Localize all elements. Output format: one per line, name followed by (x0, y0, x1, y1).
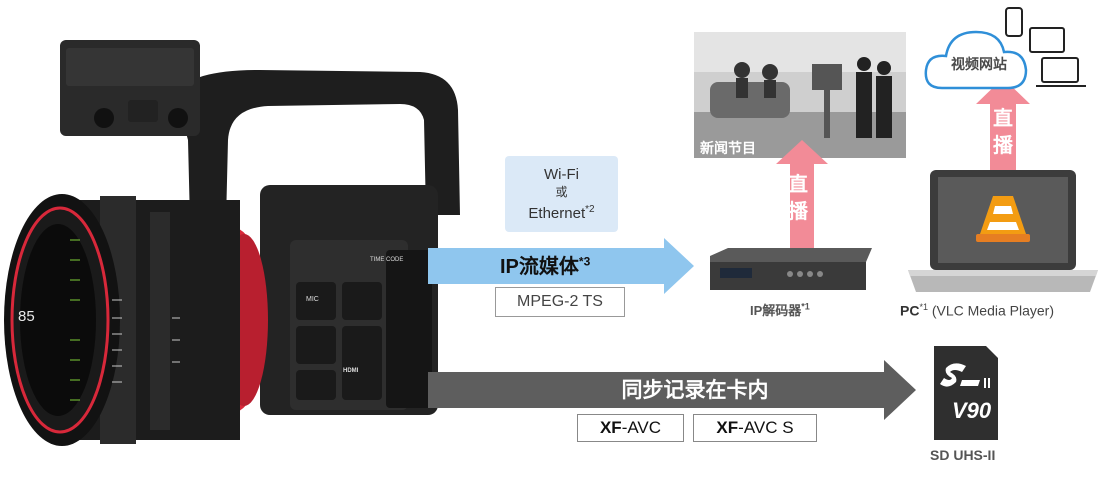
ip-decoder-label: IP解码器*1 (750, 301, 810, 318)
ethernet-label: Ethernet*2 (528, 204, 595, 222)
sd-speed-class: V90 (952, 398, 992, 423)
ip-stream-label: IP流媒体*3 (500, 254, 591, 278)
cinema-camera-illustration (4, 40, 460, 446)
wifi-label: Wi-Fi (544, 166, 579, 183)
video-site-label: 视频网站 (951, 56, 1007, 72)
vlc-icon (976, 196, 1030, 242)
live-arrow-cloud (976, 78, 1030, 170)
cloud-icon (924, 30, 1028, 90)
live-arrow-news (776, 140, 828, 250)
news-program-label: 新闻节目 (700, 140, 756, 156)
mic-button-label: MIC (306, 296, 319, 303)
pc-footnote: *1 (919, 302, 928, 312)
lens-focal-label: 85 (18, 308, 35, 325)
sd-logo-icon (940, 363, 990, 388)
time-code-label: TIME CODE (370, 257, 404, 263)
ip-stream-footnote: *3 (578, 254, 591, 269)
live-label-cloud: 直 播 (993, 108, 1013, 157)
news-studio-illustration (694, 32, 906, 158)
connection-box: Wi-Fi 或 Ethernet*2 (505, 156, 618, 232)
xf-avc-format-box: XF-AVC (577, 414, 684, 442)
pc-software-label: (VLC Media Player) (927, 302, 1055, 319)
mpeg-format-box: MPEG-2 TS (495, 287, 625, 317)
pc-label: PC*1 (VLC Media Player) (900, 302, 1055, 319)
card-record-label: 同步记录在卡内 (621, 379, 769, 402)
sd-card-icon (934, 346, 998, 440)
sd-card-label: SD UHS-II (930, 447, 996, 463)
live-label-news: 直 播 (788, 174, 808, 223)
ethernet-footnote: *2 (585, 204, 595, 215)
or-label: 或 (555, 185, 568, 199)
ip-decoder-icon (710, 248, 872, 290)
xf-avc-s-format-box: XF-AVC S (693, 414, 817, 442)
devices-icon (1005, 7, 1086, 87)
ip-stream-arrow (428, 238, 694, 294)
card-record-arrow (428, 360, 916, 420)
hdmi-port-label: HDMI (343, 368, 359, 374)
decoder-footnote: *1 (801, 301, 810, 312)
